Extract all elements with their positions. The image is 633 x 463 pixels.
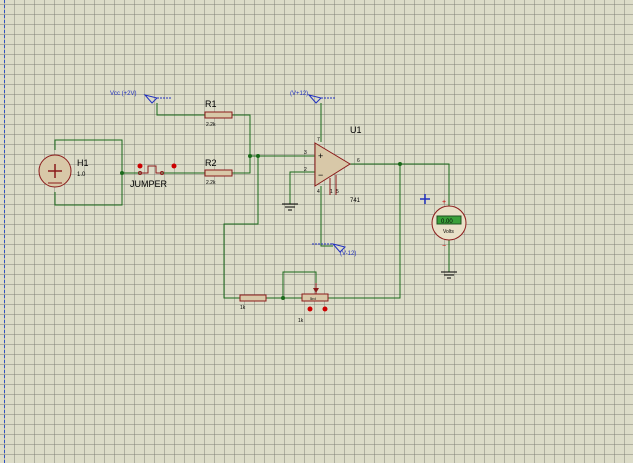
junction-dot [120,171,124,175]
u1-name: U1 [350,125,362,135]
pin5-label: 5 [336,189,339,195]
pin7-label: 7 [317,137,320,143]
jumper-label: JUMPER [130,179,168,189]
jumper-pin-dot [137,163,143,169]
resistor-feedback[interactable]: 1k [239,294,267,311]
jumper-pin-dot [171,163,177,169]
r2-name: R2 [205,158,217,168]
pot-label: 5rd [310,296,316,301]
vcc-pos2-label: Vcc (+2V) [110,91,137,97]
pot-pin-dot [322,306,328,312]
pin2-label: 2 [304,167,307,173]
h1-name: H1 [77,158,89,168]
pin6-label: 6 [357,158,360,164]
source-h1[interactable]: H1 1.0 [38,154,89,188]
r2-value: 2.2k [206,180,216,186]
svg-text:−: − [318,170,323,180]
junction-dot [281,296,285,300]
page-margin-line [4,0,5,463]
wire-pin2-ground [289,171,315,204]
terminal-vcc-neg12[interactable]: (V-12) [312,243,356,257]
junction-dot [256,154,260,158]
wire-r1-junction [232,114,251,156]
wire-vcc-r1 [156,103,205,116]
svg-text:+: + [318,151,323,161]
ground-symbol-pin2 [282,203,298,211]
wire-pin4-vneg12 [320,186,333,247]
voltmeter-unit: Volts [443,229,454,235]
vcc-neg12-label: (V-12) [340,251,356,257]
wire-h1-bottom [54,173,123,206]
pin1-label: 1 [330,189,333,195]
h1-value: 1.0 [77,172,86,178]
pin3-label: 3 [304,150,307,156]
junction-dot [248,154,252,158]
voltmeter[interactable]: 0.00 Volts + − [431,199,467,250]
opamp-u1[interactable]: + − U1 741 3 2 6 7 4 1 5 [304,125,362,204]
pot-value: 1k [298,318,304,324]
r1-name: R1 [205,99,217,109]
terminal-vcc-pos2[interactable]: Vcc (+2V) [110,91,172,104]
svg-text:+: + [442,199,446,206]
r1-value: 2.2k [206,122,216,128]
voltmeter-reading: 0.00 [441,219,453,225]
wire-pot-output [328,164,401,299]
ground-symbol-voltmeter [441,271,457,279]
wire-output-voltmeter [350,163,450,206]
vcc-pos12-label: (V+12) [290,91,308,97]
junction-dot [398,162,402,166]
potentiometer[interactable]: 5rd 1k [298,283,329,324]
rf-value: 1k [240,305,246,311]
terminal-vcc-pos12[interactable]: (V+12) [290,91,336,104]
resistor-r1[interactable]: R1 2.2k [204,99,233,128]
pin4-label: 4 [317,189,320,195]
wire-h1-top [54,139,123,173]
wire-pot-wiper [282,271,317,298]
crosshair-marker-icon [420,194,430,204]
resistor-r2[interactable]: R2 2.2k [204,158,233,186]
wire-junction-feedback [223,156,259,299]
svg-text:−: − [442,243,446,250]
pot-pin-dot [307,306,313,312]
wires [54,103,450,300]
jumper[interactable]: JUMPER [130,163,177,190]
wire-r2-junction [232,156,251,174]
u1-part: 741 [350,198,361,204]
